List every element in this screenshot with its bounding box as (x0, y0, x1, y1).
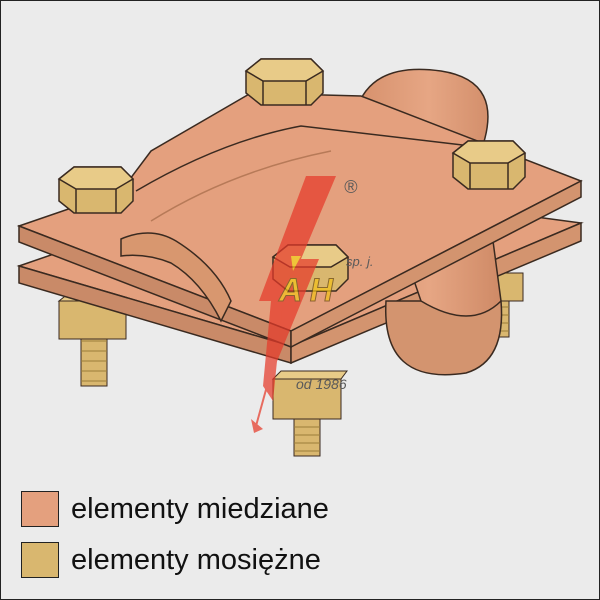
company-logo-watermark: A H (251, 176, 336, 433)
legend-brass: elementy mosiężne (21, 540, 321, 580)
copper-swatch (21, 491, 59, 527)
lower-bolt-front (271, 370, 348, 457)
hex-bolt-top (244, 58, 325, 106)
logo-letters: A H (278, 272, 334, 308)
registered-mark: ® (344, 177, 358, 197)
legend-copper-label: elementy miedziane (71, 492, 329, 525)
hex-bolt-right (451, 140, 527, 190)
hex-bolt-left (57, 166, 135, 214)
legend-copper: elementy miedziane (21, 489, 329, 529)
brass-swatch (21, 542, 59, 578)
founded-year: od 1986 (296, 376, 347, 392)
legend-brass-label: elementy mosiężne (71, 543, 321, 576)
company-suffix: sp. j. (346, 254, 373, 269)
